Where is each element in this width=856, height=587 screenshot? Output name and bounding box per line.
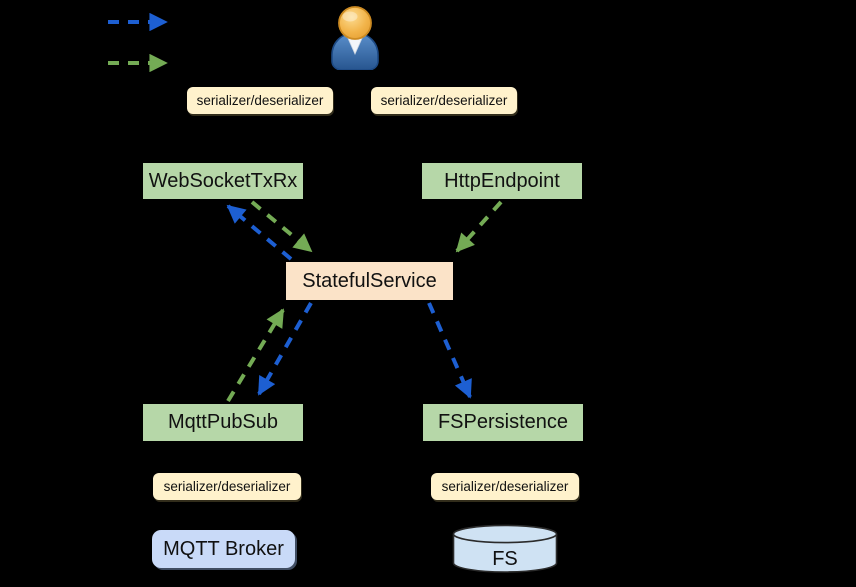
node-httpendpoint: HttpEndpoint [422,163,582,199]
serializer-label-mqtt: serializer/deserializer [153,473,301,500]
node-websockettxrx: WebSocketTxRx [143,163,303,199]
arrow-stateful-to-websocket [226,204,293,261]
arrow-mqttpubsub-to-stateful [226,308,285,403]
serializer-label-websocket: serializer/deserializer [187,87,333,114]
node-mqttpubsub: MqttPubSub [143,404,303,441]
user-icon [331,6,379,70]
serializer-label-http: serializer/deserializer [371,87,517,114]
arrow-websocket-to-stateful [250,200,313,253]
serializer-label-fs: serializer/deserializer [431,473,579,500]
arrow-stateful-to-mqttpubsub [257,302,313,396]
database-cylinder-icon [452,524,558,573]
node-statefulservice: StatefulService [286,262,453,300]
arrow-stateful-to-fspersistence [427,302,472,399]
arrow-http-to-stateful [455,200,503,253]
node-fspersistence: FSPersistence [423,404,583,441]
node-mqtt-broker: MQTT Broker [152,530,295,568]
fs-label: FS [492,548,518,570]
node-fs-datastore: FS [452,524,558,574]
